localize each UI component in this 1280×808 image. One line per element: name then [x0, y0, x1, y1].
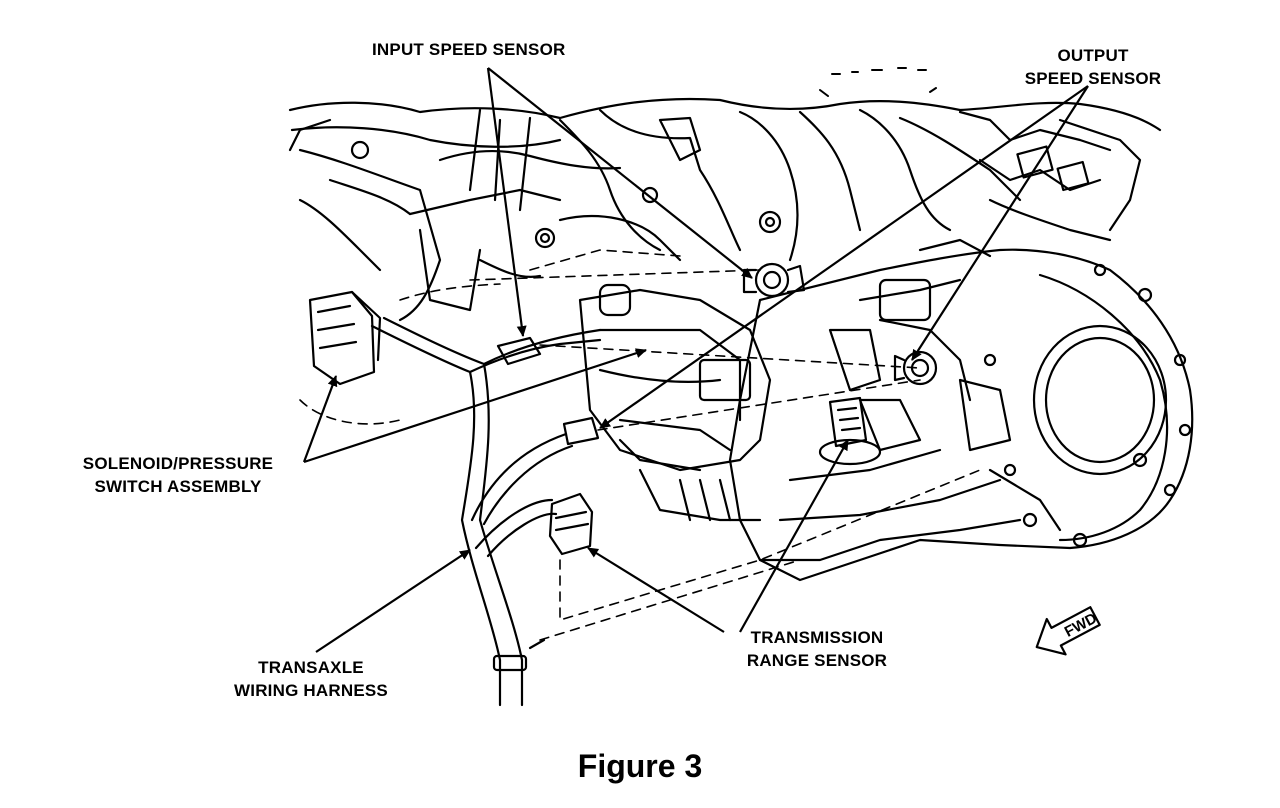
- sketch-marks: [819, 67, 937, 97]
- leader-trs-2: [739, 439, 849, 633]
- leader-input-1: [486, 67, 527, 337]
- label-input-speed-sensor: INPUT SPEED SENSOR: [372, 40, 566, 59]
- valve-body: [578, 283, 772, 522]
- leader-solenoid-2: [303, 348, 647, 464]
- leader-output-1: [911, 85, 1089, 361]
- label-solenoid-pressure-switch: SOLENOID/PRESSURE SWITCH ASSEMBLY: [82, 454, 274, 496]
- dashed-routing: [299, 249, 981, 641]
- range-sensor-part: [818, 396, 882, 466]
- figure-caption: Figure 3: [577, 748, 703, 784]
- fwd-arrow: FWD: [1035, 606, 1101, 656]
- leader-harness: [315, 549, 471, 653]
- engine-block: [288, 97, 1162, 322]
- leader-output-2: [599, 85, 1089, 429]
- leader-input-2: [487, 67, 753, 279]
- leader-solenoid-1: [302, 375, 338, 463]
- transaxle-case: [728, 238, 1194, 582]
- label-transmission-range-sensor: TRANSMISSION RANGE SENSOR: [746, 628, 888, 670]
- wiring-harness: [370, 316, 602, 707]
- label-output-speed-sensor: OUTPUT SPEED SENSOR: [1024, 46, 1162, 88]
- leader-trs-1: [587, 547, 725, 633]
- label-transaxle-wiring-harness: TRANSAXLE WIRING HARNESS: [234, 658, 388, 700]
- range-connector-part: [548, 492, 594, 556]
- solenoid-connector-part: [308, 290, 382, 386]
